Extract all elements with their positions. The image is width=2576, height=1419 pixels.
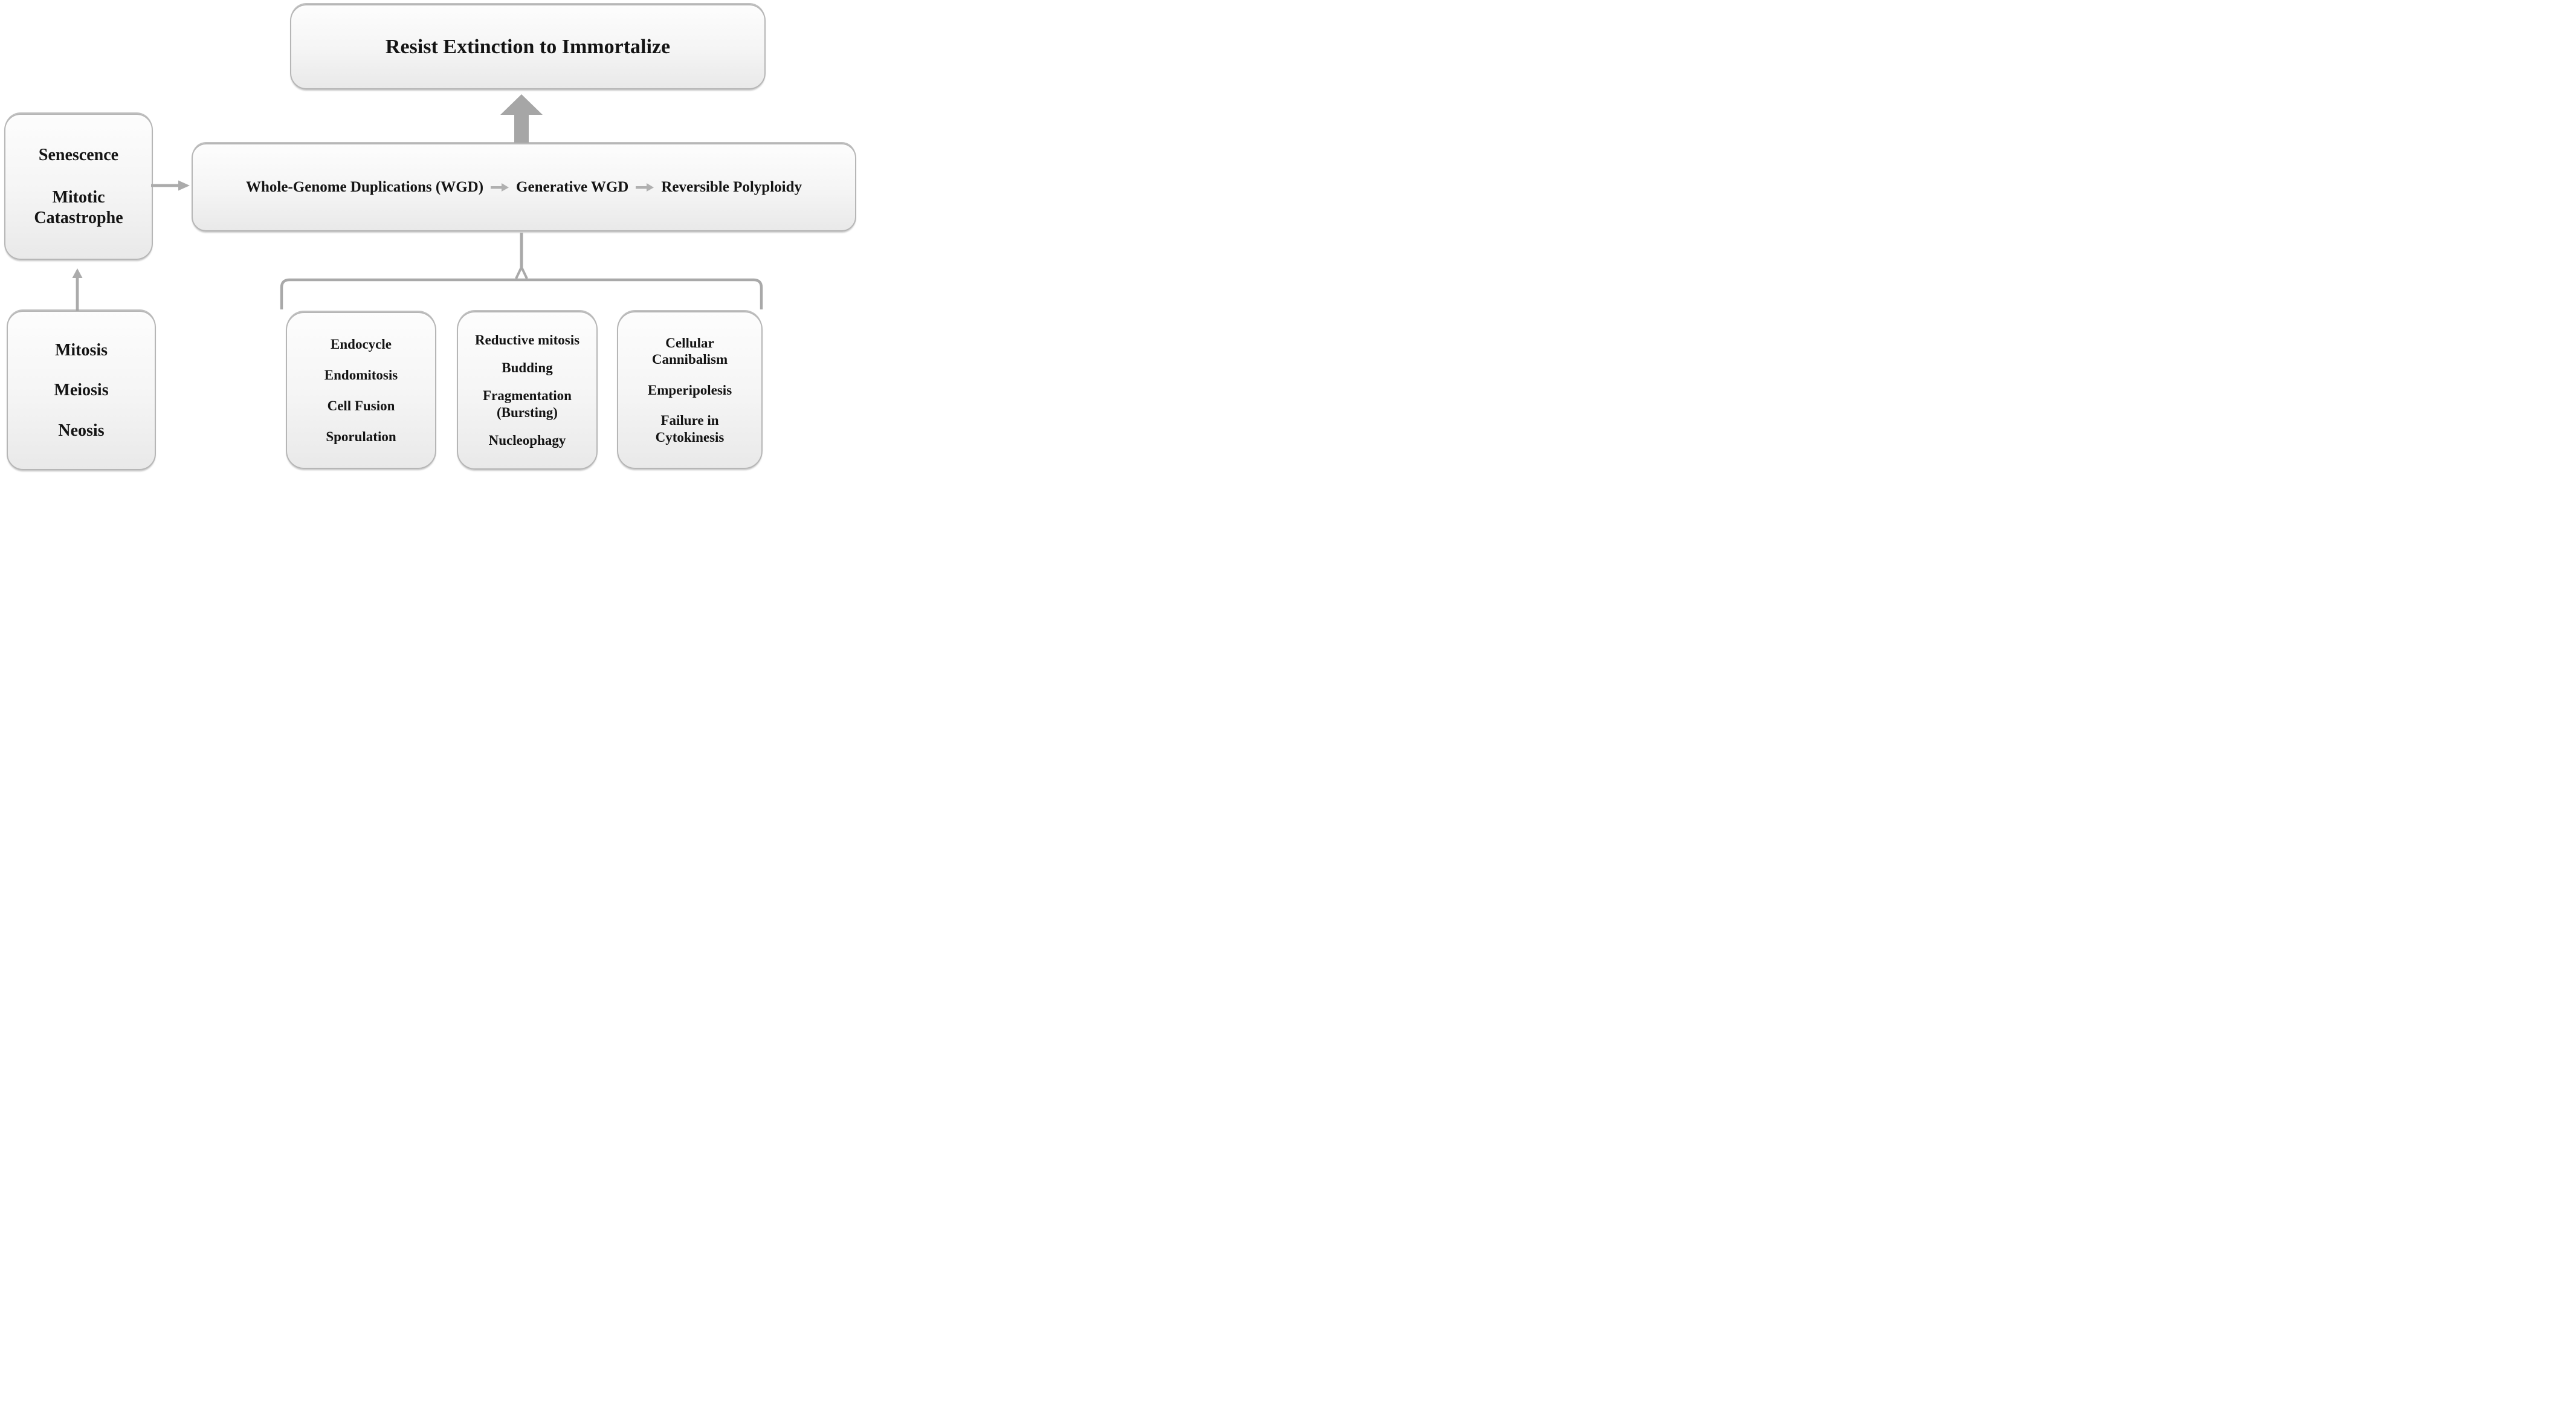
mechanism-box-cellular-cannibalism: Cellular Cannibalism Emperipolesis Failu… (617, 311, 763, 469)
mechanism-item: Endocycle (331, 336, 392, 352)
arrow-right-icon (151, 180, 190, 191)
mechanism-item: Endomitosis (324, 367, 398, 383)
mechanism-item: Emperipolesis (647, 382, 732, 398)
division-origin-box: Mitosis Meiosis Neosis (7, 311, 156, 470)
flow-arrow-icon (491, 183, 509, 192)
arrow-up-icon (72, 268, 83, 311)
pathway-step-generative-wgd: Generative WGD (516, 179, 629, 195)
pathway-step-reversible-polyploidy: Reversible Polyploidy (661, 179, 802, 195)
mechanism-box-reductive-mitosis: Reductive mitosis Budding Fragmentation … (457, 311, 598, 470)
pathway-step-wgd: Whole-Genome Duplications (WGD) (246, 179, 484, 195)
origin-line-neosis: Neosis (58, 421, 105, 440)
mechanism-item: Failure in Cytokinesis (655, 413, 725, 445)
mechanism-item: Budding (502, 360, 553, 376)
mechanism-item: Cell Fusion (327, 398, 395, 413)
origin-line-mitosis: Mitosis (54, 340, 108, 360)
pathway-bar: Whole-Genome Duplications (WGD) Generati… (192, 143, 856, 231)
diagram-canvas: Resist Extinction to Immortalize Whole-G… (0, 0, 859, 473)
title-text: Resist Extinction to Immortalize (385, 35, 671, 58)
mechanism-item: Fragmentation (Bursting) (483, 388, 572, 420)
block-arrow-up-icon (500, 94, 543, 143)
mechanism-item: Cellular Cannibalism (651, 335, 728, 367)
mechanism-item: Nucleophagy (488, 433, 566, 448)
fate-line-mitotic-catastrophe: Mitotic Catastrophe (34, 187, 123, 227)
fate-line-senescence: Senescence (38, 145, 119, 164)
mechanism-item: Reductive mitosis (474, 332, 580, 348)
flow-arrow-icon (636, 183, 654, 192)
title-box: Resist Extinction to Immortalize (290, 4, 766, 89)
origin-line-meiosis: Meiosis (54, 381, 109, 400)
mechanism-item: Sporulation (326, 428, 396, 444)
brace-down-icon (280, 233, 763, 309)
senescence-box: Senescence Mitotic Catastrophe (4, 114, 153, 260)
mechanism-box-endocycle: Endocycle Endomitosis Cell Fusion Sporul… (286, 312, 436, 469)
